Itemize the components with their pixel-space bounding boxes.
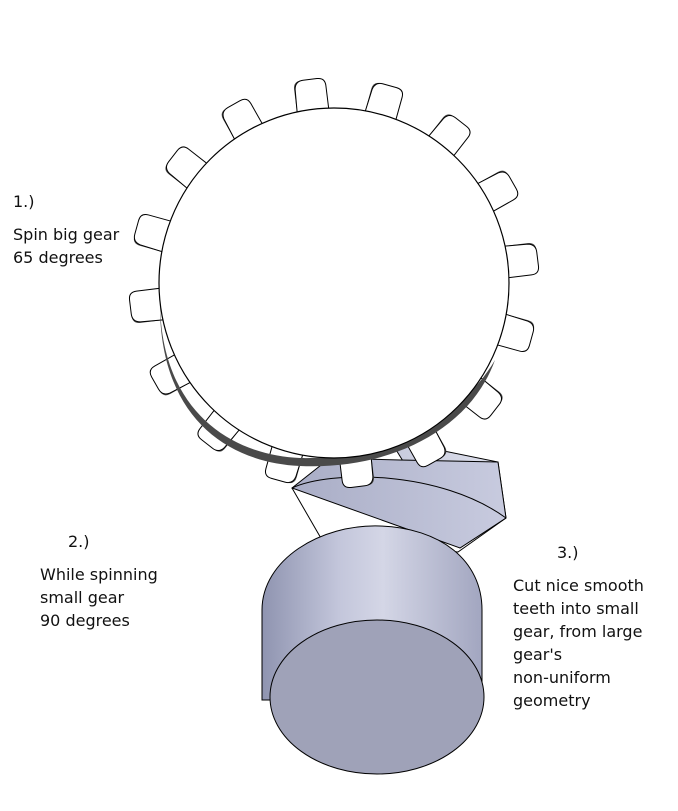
annotation-line: geometry (513, 691, 591, 710)
annotation-step-1: 1.) Spin big gear 65 degrees (13, 190, 119, 269)
annotation-line: 90 degrees (40, 611, 130, 630)
annotation-number: 3.) (557, 543, 579, 562)
annotation-number: 1.) (13, 192, 35, 211)
annotation-line: While spinning (40, 565, 158, 584)
block-bottom-edge (291, 476, 507, 519)
annotation-line: non-uniform (513, 668, 611, 687)
annotation-line: teeth into small (513, 599, 639, 618)
annotation-line: Spin big gear (13, 225, 120, 244)
annotation-step-3: 3.) Cut nice smooth teeth into small gea… (513, 541, 644, 712)
annotation-line: Cut nice smooth (513, 576, 644, 595)
annotation-line: gear's (513, 645, 563, 664)
big-gear (158, 107, 510, 467)
small-gear-blank (261, 439, 507, 775)
cylinder-end-face (269, 619, 485, 775)
annotation-number: 2.) (68, 532, 90, 551)
big-gear-face (158, 107, 510, 459)
annotation-line: 65 degrees (13, 248, 103, 267)
annotation-step-2: 2.) While spinning small gear 90 degrees (40, 530, 158, 632)
annotation-line: small gear (40, 588, 125, 607)
annotation-line: gear, from large (513, 622, 643, 641)
